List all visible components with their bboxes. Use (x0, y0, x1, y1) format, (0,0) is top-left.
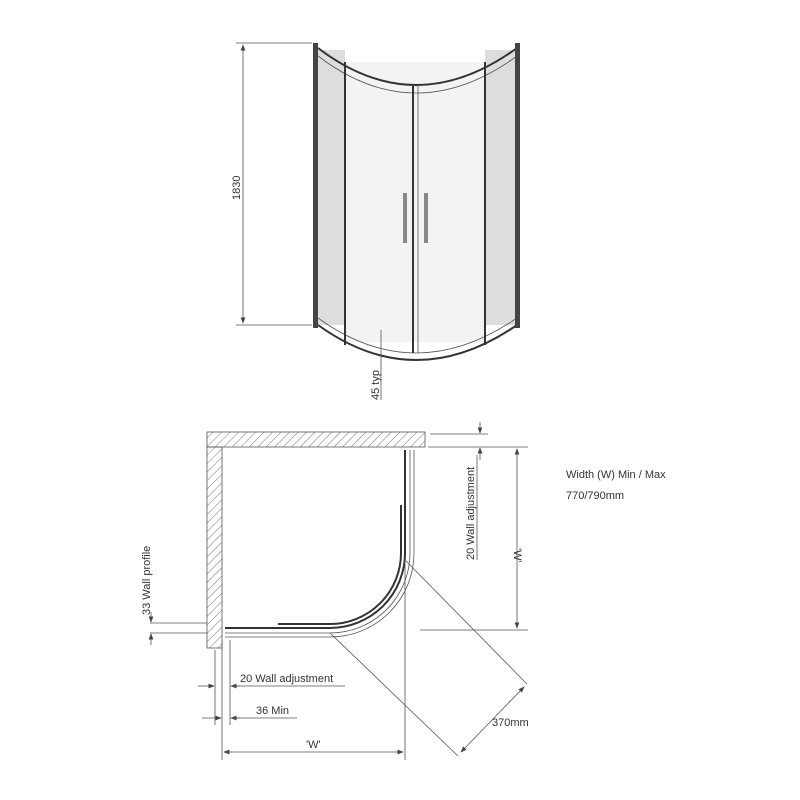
typ-label: 45 typ (370, 370, 382, 400)
door-opening-label: 370mm (492, 717, 529, 729)
wall-post-right (515, 43, 520, 328)
handle-left (403, 193, 407, 243)
door-opening-dimension (460, 686, 525, 753)
enclosure-track (225, 450, 406, 629)
fixed-panel-right (485, 50, 515, 325)
wall-adjustment-side-label: 20 Wall adjustment (465, 467, 477, 560)
wall-left (206, 446, 223, 649)
top-rail (317, 47, 518, 86)
wall-post-left (313, 43, 318, 328)
wall-profile-label: 33 Wall profile (141, 546, 153, 615)
min-label: 36 Min (256, 705, 289, 717)
fixed-panel-left (318, 50, 345, 325)
bottom-rail (317, 324, 518, 361)
width-spec-title: Width (W) Min / Max (566, 469, 666, 481)
w-side-label: 'W' (511, 548, 523, 563)
width-spec-value: 770/790mm (566, 490, 624, 502)
sliding-doors (345, 62, 485, 342)
height-label: 1830 (231, 176, 243, 200)
w-bottom-label: 'W' (306, 739, 321, 751)
front-elevation: 1830 45 typ (231, 42, 520, 400)
wall-top (206, 431, 426, 448)
sliding-door-plan (278, 505, 402, 625)
handle-right (424, 193, 428, 243)
wall-adjustment-bottom-label: 20 Wall adjustment (240, 673, 333, 685)
plan-view: 370mm 'W' 20 Wall adjustment 33 Wall pro… (141, 422, 529, 760)
